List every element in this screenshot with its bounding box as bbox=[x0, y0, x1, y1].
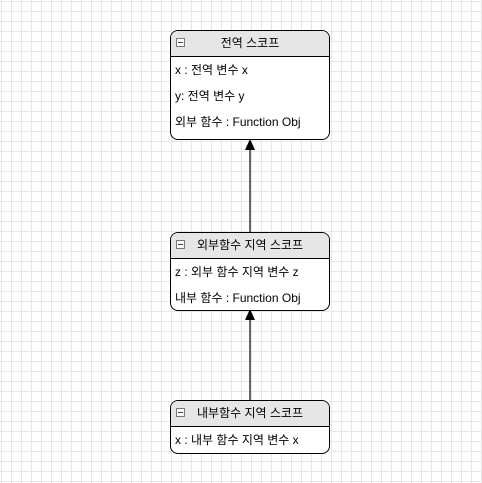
collapse-icon[interactable] bbox=[176, 38, 185, 47]
node-global-scope[interactable]: 전역 스코프 x : 전역 변수 x y: 전역 변수 y 외부 함수 : Fu… bbox=[170, 30, 330, 140]
collapse-icon[interactable] bbox=[176, 240, 185, 249]
node-row[interactable]: x : 전역 변수 x bbox=[175, 63, 248, 77]
node-row[interactable]: x : 내부 함수 지역 변수 x bbox=[175, 433, 299, 447]
node-title: 내부함수 지역 스코프 bbox=[196, 406, 304, 420]
node-header[interactable]: 전역 스코프 bbox=[171, 31, 329, 57]
edge-outer-to-global bbox=[245, 139, 255, 232]
collapse-icon[interactable] bbox=[176, 408, 185, 417]
edge-inner-to-outer bbox=[245, 309, 255, 400]
node-inner-function-scope[interactable]: 내부함수 지역 스코프 x : 내부 함수 지역 변수 x bbox=[170, 400, 330, 454]
node-title: 외부함수 지역 스코프 bbox=[196, 238, 304, 252]
node-row[interactable]: 외부 함수 : Function Obj bbox=[175, 115, 301, 129]
node-title: 전역 스코프 bbox=[220, 36, 280, 50]
node-header[interactable]: 외부함수 지역 스코프 bbox=[171, 233, 329, 259]
node-row[interactable]: y: 전역 변수 y bbox=[175, 89, 245, 103]
node-outer-function-scope[interactable]: 외부함수 지역 스코프 z : 외부 함수 지역 변수 z 내부 함수 : Fu… bbox=[170, 232, 330, 311]
node-header[interactable]: 내부함수 지역 스코프 bbox=[171, 401, 329, 427]
node-row[interactable]: z : 외부 함수 지역 변수 z bbox=[175, 265, 299, 279]
node-row[interactable]: 내부 함수 : Function Obj bbox=[175, 291, 301, 305]
arrowhead-icon bbox=[245, 139, 255, 150]
